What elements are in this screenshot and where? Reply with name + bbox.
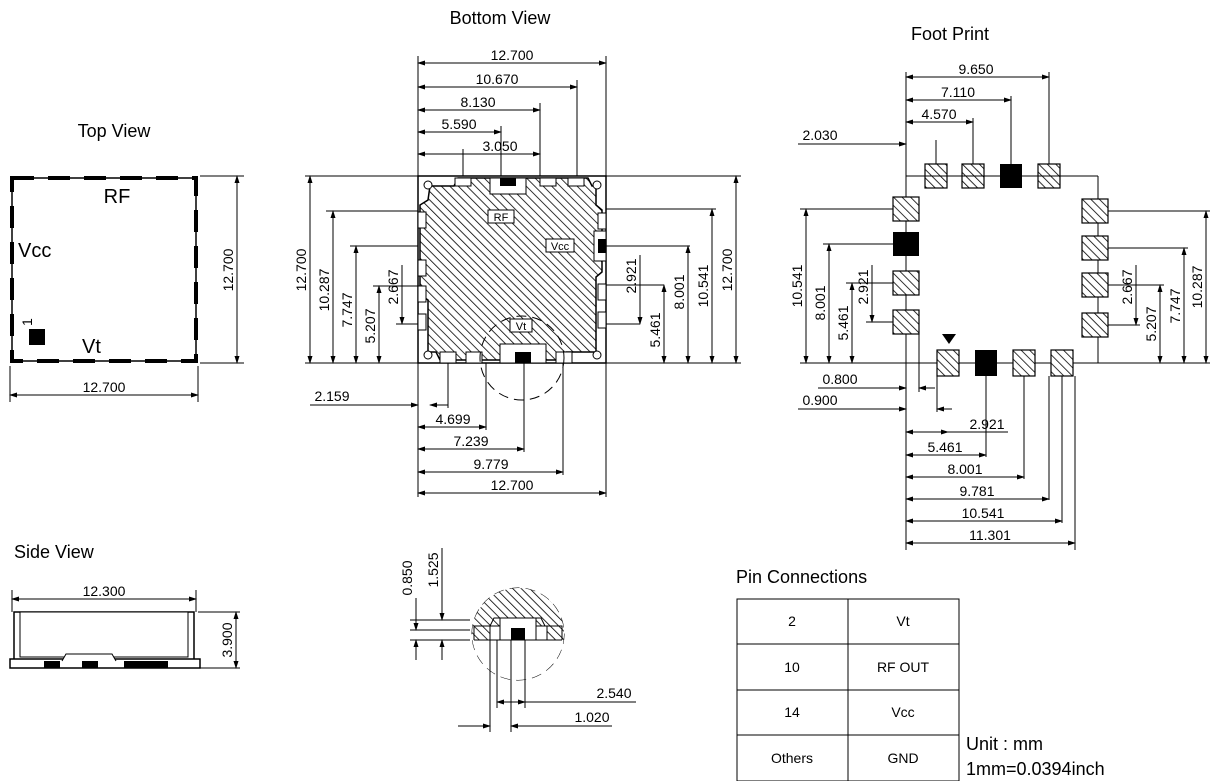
fp-right-dim-4: 10.287: [1189, 265, 1205, 308]
table-cell-function: Vt: [896, 613, 909, 629]
bv-right-dim-4: 10.541: [695, 264, 711, 307]
side-view-height-dim: 3.900: [219, 622, 235, 657]
fp-top-dim-2: 7.110: [941, 84, 975, 100]
bottom-view-vt-label: Vt: [516, 321, 526, 333]
foot-print-title: Foot Print: [911, 24, 989, 44]
bv-top-dim-1: 12.700: [491, 47, 534, 63]
bottom-view-rf-label: RF: [494, 212, 509, 224]
bottom-view-detail-circle: [479, 315, 565, 401]
fp-right-dim-2: 5.207: [1143, 306, 1159, 341]
bottom-view-title: Bottom View: [450, 8, 552, 28]
pin1-marker: [29, 329, 45, 345]
unit-label: Unit : mm: [966, 734, 1043, 754]
top-view-width-dim: 12.700: [83, 379, 126, 395]
bottom-view: Bottom View RF Vc: [293, 8, 741, 497]
top-view-rf-label: RF: [104, 186, 131, 208]
fp-top-dim-1: 9.650: [958, 61, 993, 77]
fp-left-dim-2: 8.001: [812, 285, 828, 320]
unit-conversion: 1mm=0.0394inch: [966, 759, 1105, 779]
top-view-vcc-label: Vcc: [18, 240, 51, 262]
bv-right-dim-5: 12.700: [719, 248, 735, 291]
table-cell-function: Vcc: [891, 704, 914, 720]
detail-dim-1: 0.850: [399, 560, 415, 595]
fp-bottom-dim-2: 0.900: [802, 392, 837, 408]
bv-top-dim-2: 10.670: [476, 71, 519, 87]
bv-bottom-dim-1: 2.159: [314, 388, 349, 404]
bv-bottom-dim-5: 12.700: [491, 477, 534, 493]
bottom-view-vcc-label: Vcc: [551, 241, 570, 253]
side-view-width-dim: 12.300: [83, 583, 126, 599]
fp-top-dim-4: 2.030: [802, 127, 837, 143]
fp-bottom-dim-8: 11.301: [969, 527, 1011, 543]
fp-right-dim-3: 7.747: [1167, 288, 1183, 323]
bv-bottom-dim-2: 4.699: [435, 411, 470, 427]
fp-bottom-dim-7: 10.541: [962, 505, 1005, 521]
fp-bottom-dim-5: 8.001: [947, 461, 982, 477]
table-cell-pin: 10: [784, 659, 800, 675]
fp-bottom-dim-6: 9.781: [959, 483, 994, 499]
bv-right-dim-2: 5.461: [647, 312, 663, 347]
detail-view: 0.850 1.525 2.540 1.020: [399, 548, 636, 732]
bv-left-dim-5: 2.667: [385, 269, 401, 304]
side-view: Side View 12.300 3.900: [9, 542, 240, 669]
pin1-triangle-icon: [942, 334, 956, 344]
detail-dim-4: 1.020: [574, 709, 609, 725]
side-view-title: Side View: [14, 542, 95, 562]
fp-bottom-dim-4: 5.461: [927, 439, 962, 455]
fp-bottom-dim-1: 0.800: [822, 371, 857, 387]
fp-right-dim-1: 2.667: [1119, 269, 1135, 304]
fp-left-dim-4: 2.921: [855, 269, 871, 304]
bv-right-dim-3: 8.001: [671, 274, 687, 309]
bottom-view-ground-pad: [419, 177, 603, 361]
bv-top-dim-3: 8.130: [460, 94, 495, 110]
table-cell-pin: 2: [788, 613, 796, 629]
detail-dim-2: 1.525: [425, 552, 441, 587]
top-view-height-dim: 12.700: [220, 248, 236, 291]
fp-left-dim-1: 10.541: [789, 264, 805, 307]
fp-left-dim-3: 5.461: [835, 305, 851, 340]
bv-left-dim-3: 7.747: [339, 292, 355, 327]
detail-dim-3: 2.540: [596, 685, 631, 701]
top-view: Top View RF Vcc Vt 1 12.700 12.700: [9, 121, 244, 402]
fp-bottom-dim-3: 2.921: [969, 416, 1004, 432]
table-cell-pin: Others: [771, 750, 813, 766]
bv-left-dim-1: 12.700: [293, 248, 309, 291]
bv-right-dim-1: 2.921: [623, 258, 639, 293]
table-cell-pin: 14: [784, 704, 800, 720]
table-cell-function: GND: [887, 750, 918, 766]
fp-top-dim-3: 4.570: [921, 106, 956, 122]
pin-connections: Pin Connections 2 Vt 10 RF OUT 14 Vcc Ot…: [736, 567, 1105, 781]
bv-bottom-dim-3: 7.239: [453, 433, 488, 449]
bv-top-dim-4: 5.590: [441, 116, 476, 132]
top-view-border: [10, 176, 198, 363]
table-cell-function: RF OUT: [877, 659, 930, 675]
bv-bottom-dim-4: 9.779: [473, 456, 508, 472]
pin-connections-title: Pin Connections: [736, 567, 867, 587]
top-view-pin1-label: 1: [19, 318, 35, 326]
bv-left-dim-2: 10.287: [316, 268, 332, 311]
top-view-vt-label: Vt: [82, 336, 101, 358]
bv-left-dim-4: 5.207: [362, 308, 378, 343]
top-view-title: Top View: [78, 121, 152, 141]
foot-print: Foot Print 9.650: [789, 24, 1210, 550]
bv-top-dim-5: 3.050: [482, 138, 517, 154]
